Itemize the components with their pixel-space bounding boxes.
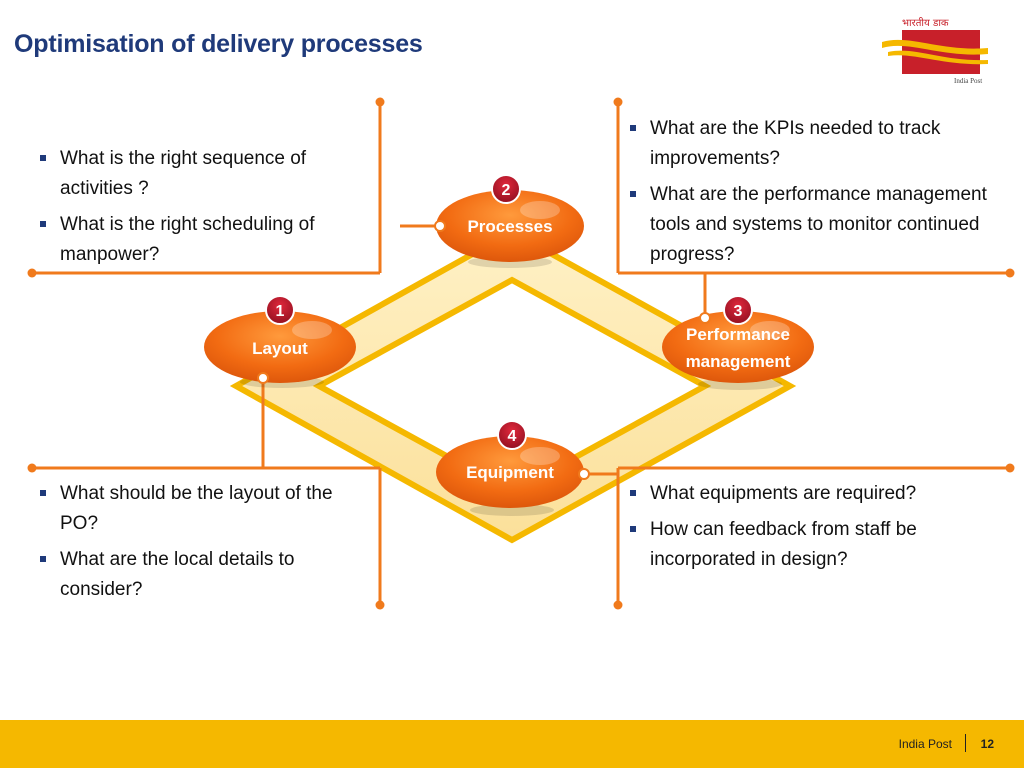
slide-title: Optimisation of delivery processes <box>14 30 423 58</box>
node-label-performance-line2: management <box>686 352 791 371</box>
layout-bracket-end-dot <box>375 600 385 610</box>
equipment-bracket-end-dot <box>1005 463 1015 473</box>
bracket-equipment <box>586 466 1010 605</box>
processes-bracket-end-dot <box>375 97 385 107</box>
node-label-equipment: Equipment <box>466 463 554 482</box>
question-item: How can feedback from staff be incorpora… <box>628 515 958 575</box>
india-post-logo: भारतीय डाक India Post <box>882 17 988 85</box>
performance-bracket-end-dot <box>613 97 623 107</box>
svg-text:India Post: India Post <box>954 77 982 85</box>
processes-bracket-end-dot <box>27 268 37 278</box>
badge-4 <box>497 420 527 450</box>
badge-2 <box>491 174 521 204</box>
node-layout: Layout 1 <box>204 295 356 388</box>
question-item: What should be the layout of the PO? <box>38 479 368 539</box>
node-performance-management: Performance management 3 <box>662 295 814 390</box>
question-item: What is the right sequence of activities… <box>38 144 368 204</box>
badge-number-4: 4 <box>508 428 517 445</box>
bracket-performance <box>616 102 1010 318</box>
footer-org-name: India Post <box>898 737 952 751</box>
question-item: What is the right scheduling of manpower… <box>38 210 368 270</box>
badge-number-3: 3 <box>734 303 743 320</box>
processes-questions: What is the right sequence of activities… <box>38 144 368 276</box>
diagram: Processes 2 Layout 1 Performance managem… <box>27 97 1015 610</box>
performance-bracket-end-dot <box>1005 268 1015 278</box>
svg-text:भारतीय डाक: भारतीय डाक <box>902 17 949 29</box>
badge-number-1: 1 <box>276 303 285 320</box>
footer-bar: India Post 12 <box>0 720 1024 768</box>
performance-questions: What are the KPIs needed to track improv… <box>628 114 998 276</box>
layout-questions: What should be the layout of the PO? Wha… <box>38 479 368 611</box>
node-processes: Processes 2 <box>434 174 584 268</box>
node-label-performance-line1: Performance <box>686 325 790 344</box>
node-equipment: Equipment 4 <box>436 420 590 516</box>
page-number: 12 <box>980 737 994 751</box>
connector-dot <box>699 312 711 324</box>
bracket-processes <box>32 102 440 275</box>
question-item: What equipments are required? <box>628 479 958 509</box>
connector-dot <box>578 468 590 480</box>
node-label-processes: Processes <box>467 217 552 236</box>
connector-dot <box>434 220 446 232</box>
layout-bracket-end-dot <box>27 463 37 473</box>
badge-number-2: 2 <box>502 182 511 199</box>
badge-3 <box>723 295 753 325</box>
question-item: What are the KPIs needed to track improv… <box>628 114 998 174</box>
connector-dot <box>257 372 269 384</box>
node-label-layout: Layout <box>252 339 308 358</box>
equipment-bracket-end-dot <box>613 600 623 610</box>
bracket-layout <box>32 378 382 605</box>
question-item: What are the performance management tool… <box>628 180 998 270</box>
badge-1 <box>265 295 295 325</box>
footer-divider <box>965 734 966 752</box>
question-item: What are the local details to consider? <box>38 545 368 605</box>
equipment-questions: What equipments are required? How can fe… <box>628 479 958 581</box>
